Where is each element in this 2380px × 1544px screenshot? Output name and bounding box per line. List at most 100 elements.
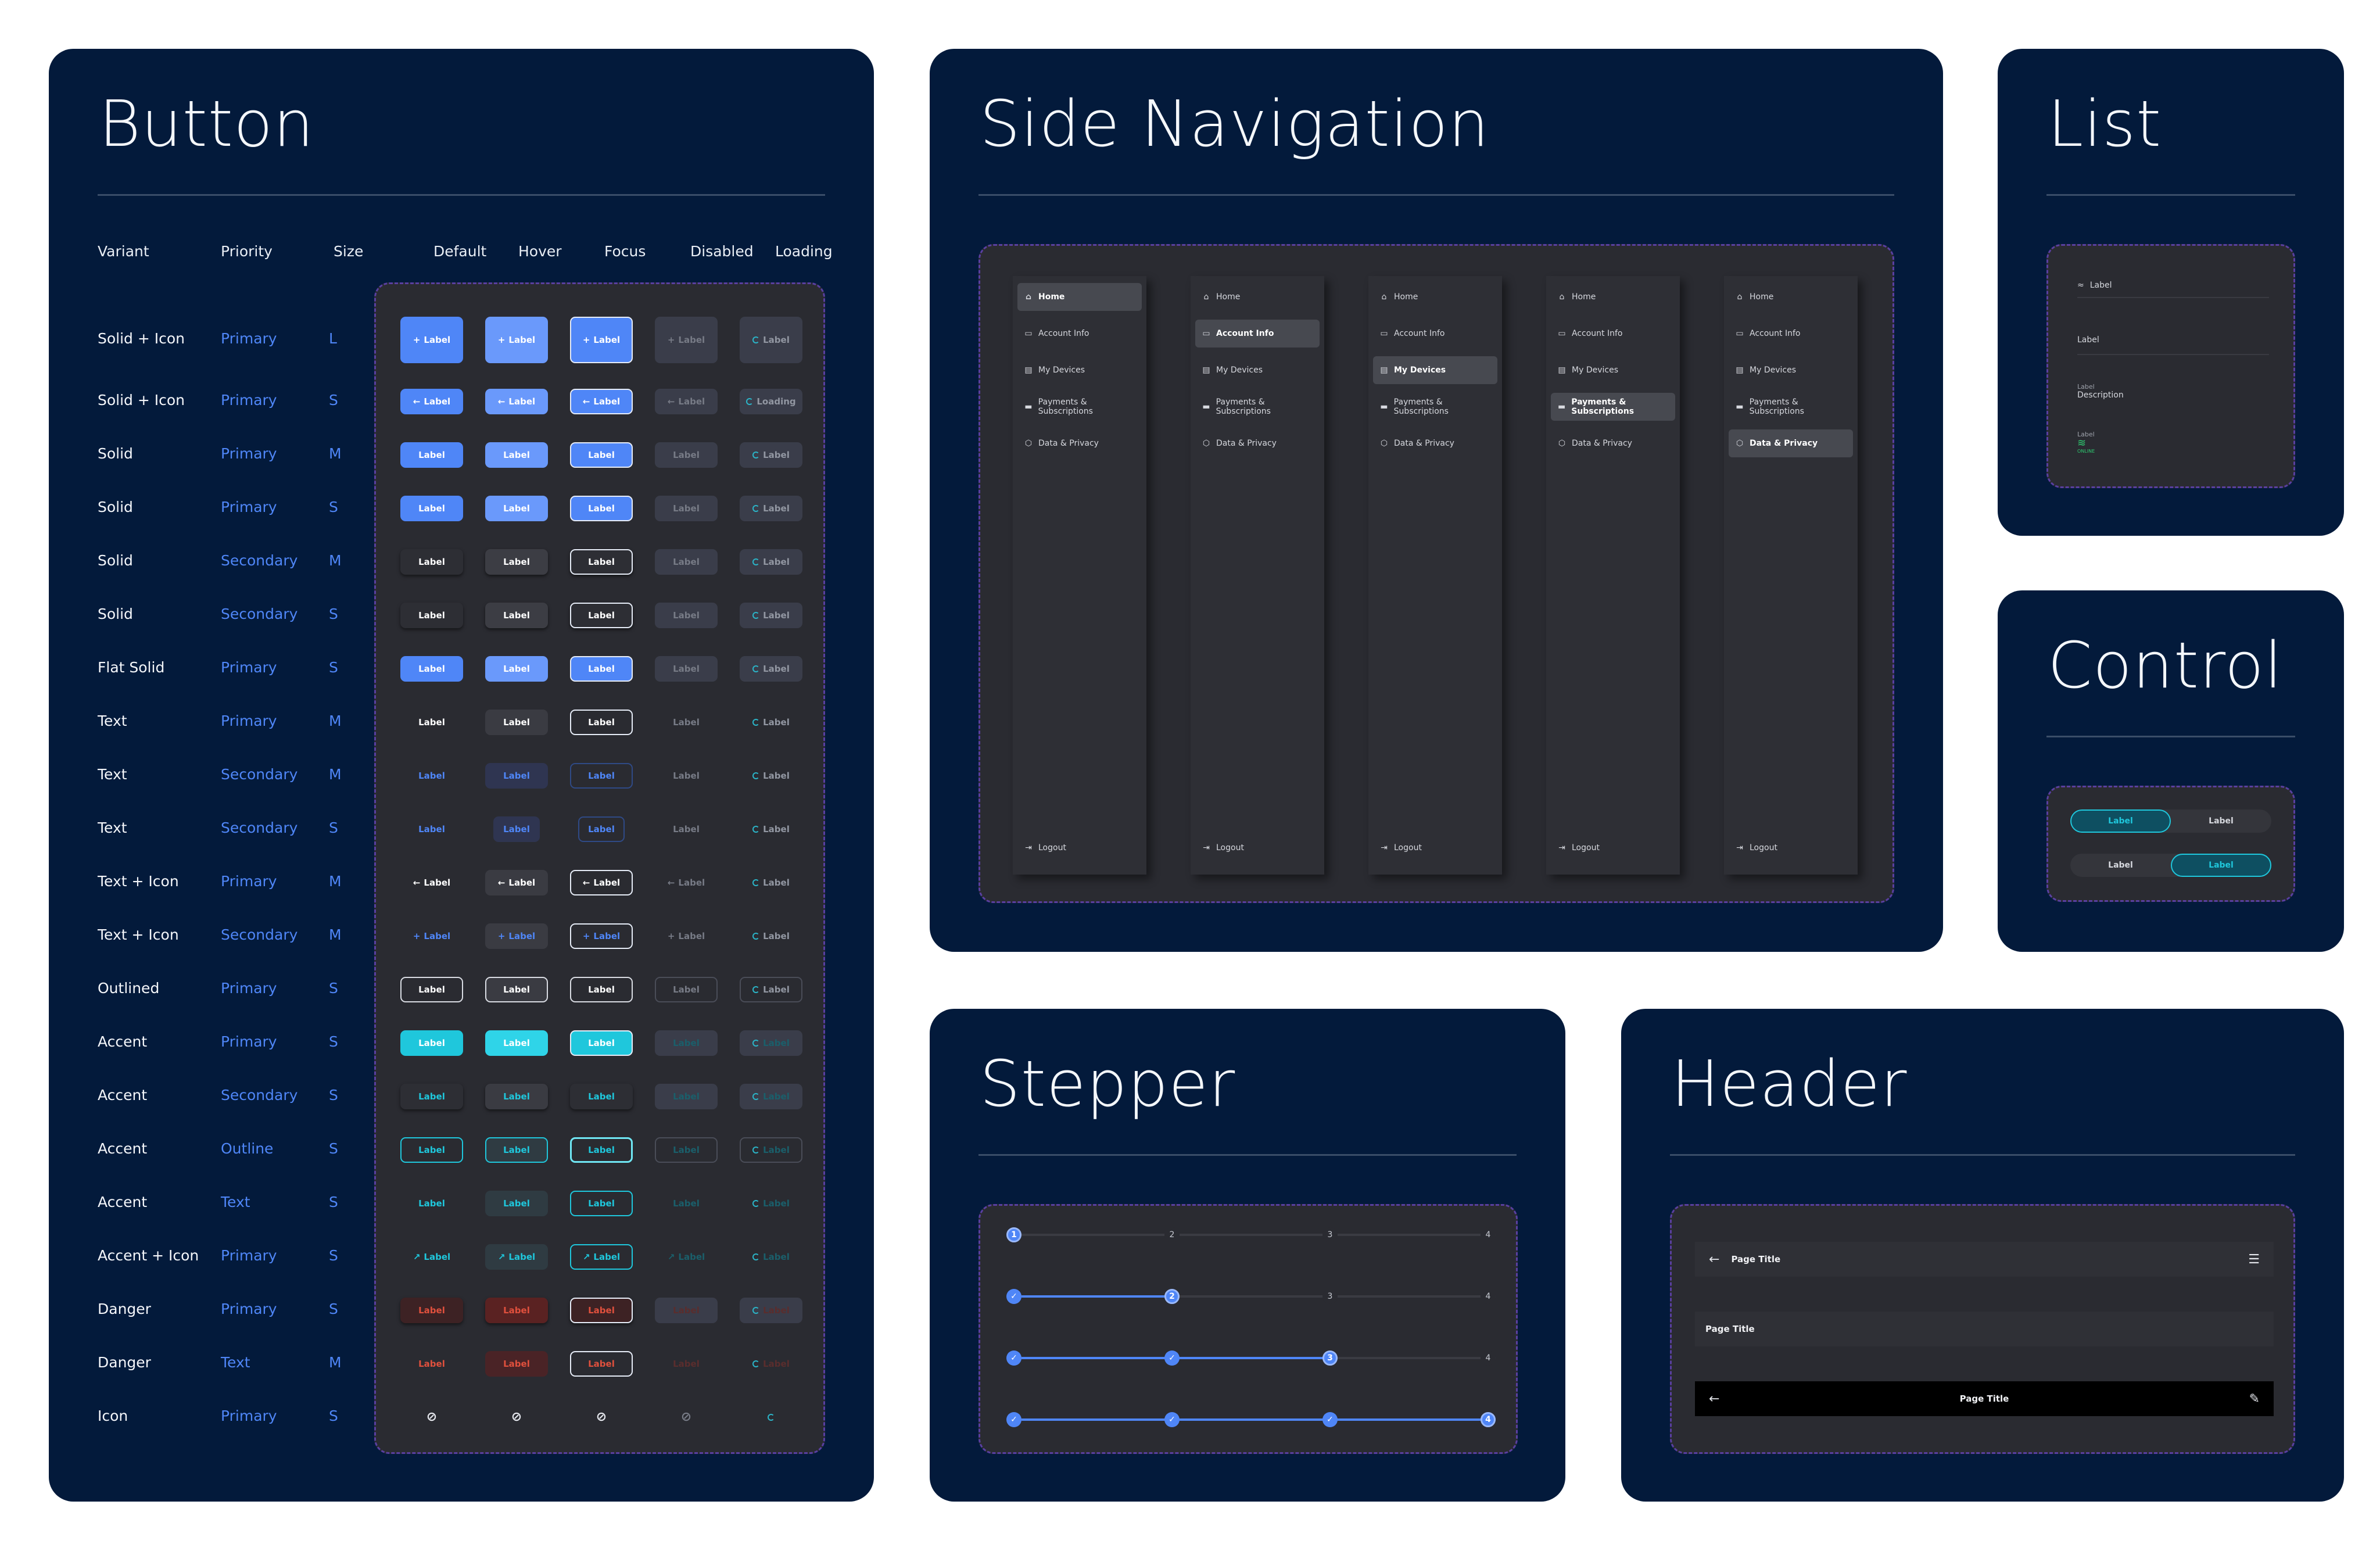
side-nav-item[interactable]: ▭Account Info — [1551, 320, 1675, 348]
button-focus[interactable]: Label — [570, 1030, 633, 1056]
stepper-step-current[interactable]: 1 — [1006, 1227, 1021, 1242]
icon-button[interactable]: ⊘ — [673, 1405, 699, 1430]
button-hover[interactable]: ↗Label — [485, 1244, 548, 1270]
button-focus[interactable]: Label — [570, 603, 633, 628]
button-disabled[interactable]: Label — [655, 977, 718, 1002]
stepper-step-completed[interactable]: ✓ — [1006, 1412, 1021, 1427]
button-focus[interactable]: Label — [570, 442, 633, 468]
stepper-step-completed[interactable]: ✓ — [1006, 1289, 1021, 1304]
button-focus[interactable]: Label — [570, 1191, 633, 1216]
side-nav-item[interactable]: ⬡Data & Privacy — [1373, 429, 1497, 457]
button-loading[interactable]: Label — [740, 1084, 802, 1109]
stepper-step-current[interactable]: 3 — [1322, 1350, 1338, 1366]
stepper-step-completed[interactable]: ✓ — [1322, 1412, 1338, 1427]
side-nav-item[interactable]: ▭Account Info — [1195, 320, 1320, 348]
button-focus[interactable]: ↗Label — [570, 1244, 633, 1270]
button-default[interactable]: +Label — [400, 923, 463, 949]
side-nav-item[interactable]: ▤My Devices — [1373, 356, 1497, 384]
segment-option-right[interactable]: Label — [2209, 816, 2234, 826]
button-loading[interactable]: Label — [740, 1137, 802, 1163]
button-default[interactable]: Label — [400, 496, 463, 521]
side-nav-item[interactable]: ⌂Home — [1017, 283, 1142, 311]
side-nav-item[interactable]: ▭Account Info — [1729, 320, 1853, 348]
button-default[interactable]: Label — [400, 1351, 463, 1377]
button-disabled[interactable]: Label — [655, 603, 718, 628]
side-nav-logout[interactable]: ⇥Logout — [1017, 834, 1142, 862]
button-disabled[interactable]: Label — [655, 763, 718, 789]
button-hover[interactable]: Label — [485, 442, 548, 468]
stepper-step-upcoming[interactable]: 3 — [1322, 1289, 1338, 1304]
side-nav-item[interactable]: ▤My Devices — [1551, 356, 1675, 384]
button-loading[interactable]: Label — [740, 496, 802, 521]
button-disabled[interactable]: ↗Label — [655, 1244, 718, 1270]
button-disabled[interactable]: ←Label — [655, 389, 718, 414]
button-default[interactable]: ↗Label — [400, 1244, 463, 1270]
button-hover[interactable]: Label — [485, 763, 548, 789]
side-nav-item[interactable]: ⬡Data & Privacy — [1195, 429, 1320, 457]
button-disabled[interactable]: Label — [655, 1298, 718, 1323]
side-nav-item[interactable]: ▬Payments & Subscriptions — [1017, 393, 1142, 421]
stepper-step-upcoming[interactable]: 3 — [1322, 1227, 1338, 1242]
button-focus[interactable]: Label — [570, 1351, 633, 1377]
button-default[interactable]: ←Label — [400, 870, 463, 895]
side-nav-item[interactable]: ▬Payments & Subscriptions — [1195, 393, 1320, 421]
button-loading[interactable]: Label — [740, 1351, 802, 1377]
button-disabled[interactable]: +Label — [655, 317, 718, 363]
button-disabled[interactable]: Label — [655, 1030, 718, 1056]
side-nav-item[interactable]: ⬡Data & Privacy — [1551, 429, 1675, 457]
button-loading[interactable]: Label — [740, 549, 802, 575]
button-loading[interactable]: Label — [740, 442, 802, 468]
button-hover[interactable]: Label — [493, 816, 540, 842]
segment-option-left[interactable]: Label — [2108, 861, 2133, 870]
button-loading[interactable]: Label — [740, 923, 802, 949]
button-focus[interactable]: +Label — [570, 923, 633, 949]
stepper-step-upcoming[interactable]: 4 — [1481, 1227, 1496, 1242]
button-default[interactable]: +Label — [400, 317, 463, 363]
stepper-step-upcoming[interactable]: 4 — [1481, 1350, 1496, 1366]
side-nav-item[interactable]: ⌂Home — [1373, 283, 1497, 311]
icon-button[interactable]: ⊘ — [589, 1405, 614, 1430]
button-default[interactable]: Label — [400, 603, 463, 628]
button-default[interactable]: Label — [400, 549, 463, 575]
button-default[interactable]: Label — [400, 1084, 463, 1109]
button-default[interactable]: Label — [400, 656, 463, 682]
list-item[interactable]: Label Description — [2077, 383, 2269, 406]
button-loading[interactable]: Label — [740, 1298, 802, 1323]
button-hover[interactable]: Label — [485, 710, 548, 735]
button-hover[interactable]: Label — [485, 1191, 548, 1216]
side-nav-item[interactable]: ▭Account Info — [1017, 320, 1142, 348]
button-disabled[interactable]: Label — [655, 656, 718, 682]
button-default[interactable]: Label — [400, 763, 463, 789]
segment-option-right[interactable]: Label — [2171, 854, 2271, 877]
button-loading[interactable]: Label — [740, 603, 802, 628]
button-default[interactable]: Label — [400, 442, 463, 468]
side-nav-item[interactable]: ⬡Data & Privacy — [1017, 429, 1142, 457]
side-nav-logout[interactable]: ⇥Logout — [1551, 834, 1675, 862]
button-hover[interactable]: Label — [485, 1030, 548, 1056]
button-loading[interactable]: Label — [740, 870, 802, 895]
edit-pencil-icon[interactable]: ✎ — [2249, 1391, 2260, 1406]
button-focus[interactable]: Label — [570, 1084, 633, 1109]
button-hover[interactable]: Label — [485, 1084, 548, 1109]
icon-button[interactable]: ⊘ — [504, 1405, 529, 1430]
button-disabled[interactable]: Label — [655, 442, 718, 468]
side-nav-logout[interactable]: ⇥Logout — [1373, 834, 1497, 862]
button-focus[interactable]: Label — [578, 816, 625, 842]
button-focus[interactable]: Label — [570, 1298, 633, 1323]
list-item[interactable]: Label — [2077, 326, 2269, 355]
button-default[interactable]: Label — [400, 1137, 463, 1163]
button-disabled[interactable]: Label — [655, 496, 718, 521]
stepper-step-completed[interactable]: ✓ — [1006, 1350, 1021, 1366]
button-default[interactable]: Label — [400, 710, 463, 735]
back-arrow-icon[interactable]: ← — [1709, 1252, 1720, 1267]
stepper-step-completed[interactable]: ✓ — [1164, 1350, 1180, 1366]
button-disabled[interactable]: Label — [655, 710, 718, 735]
side-nav-item[interactable]: ⌂Home — [1195, 283, 1320, 311]
button-default[interactable]: Label — [400, 977, 463, 1002]
side-nav-item[interactable]: ⌂Home — [1729, 283, 1853, 311]
button-loading[interactable]: Label — [740, 1030, 802, 1056]
button-loading[interactable]: Label — [740, 1191, 802, 1216]
menu-icon[interactable]: ☰ — [2248, 1252, 2260, 1267]
button-focus[interactable]: Label — [570, 656, 633, 682]
stepper-step-current[interactable]: 2 — [1164, 1289, 1180, 1304]
